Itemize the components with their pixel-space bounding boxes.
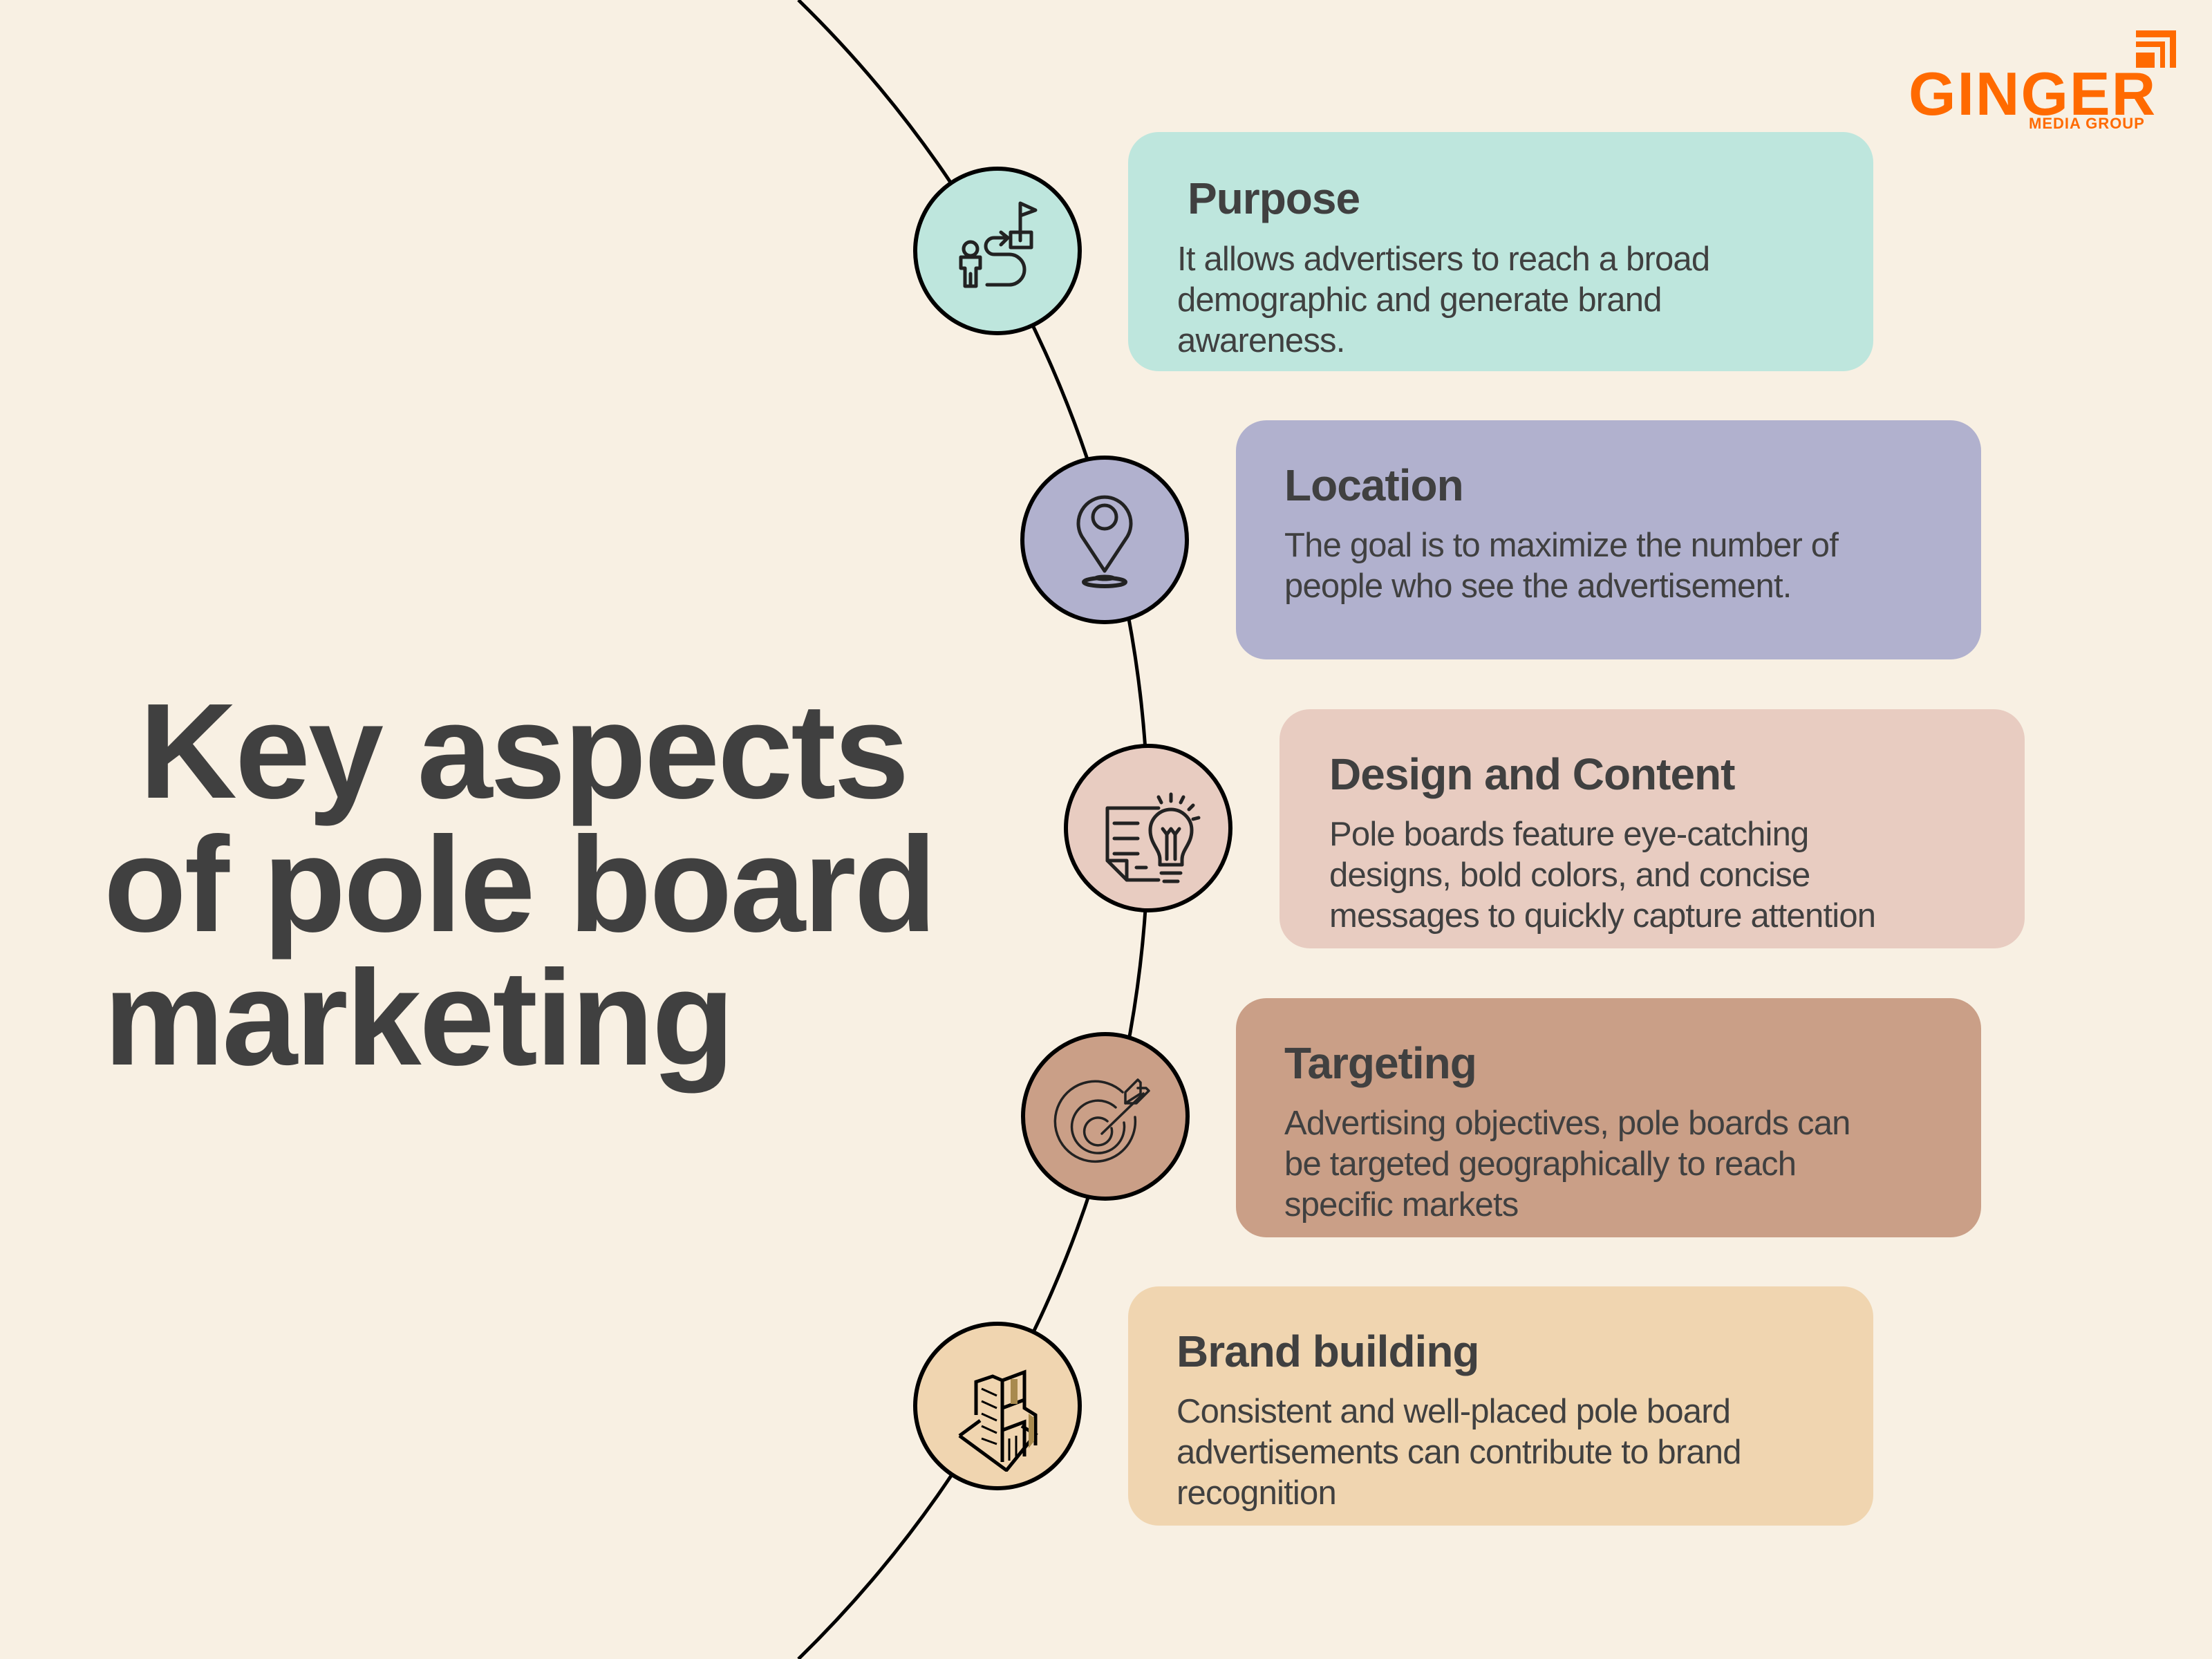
document-lightbulb-icon xyxy=(1105,792,1201,883)
ginger-media-group-logo: GINGER MEDIA GROUP xyxy=(1904,28,2181,131)
purpose-title: Purpose xyxy=(1188,174,1360,223)
title-line-2: of pole board xyxy=(104,809,937,960)
location-card: Location The goal is to maximize the num… xyxy=(1236,420,1981,659)
design-content-title: Design and Content xyxy=(1329,749,1735,799)
location-body: The goal is to maximize the number of pe… xyxy=(1284,527,1839,605)
design-content-card: Design and Content Pole boards feature e… xyxy=(1280,709,2025,948)
design-content-node xyxy=(1064,744,1232,912)
logo-corner-icon xyxy=(2136,30,2176,68)
purpose-body: It allows advertisers to reach a broad d… xyxy=(1177,241,1710,359)
title-line-3: marketing xyxy=(104,942,735,1094)
design-content-body: Pole boards feature eye-catching designs… xyxy=(1329,816,1876,935)
purpose-card: Purpose It allows advertisers to reach a… xyxy=(1128,132,1873,371)
location-node xyxy=(1020,456,1189,624)
targeting-card: Targeting Advertising objectives, pole b… xyxy=(1236,998,1981,1237)
purpose-node xyxy=(913,167,1082,335)
building-icon xyxy=(958,1369,1038,1472)
targeting-node xyxy=(1021,1032,1190,1201)
location-title: Location xyxy=(1284,460,1464,510)
targeting-title: Targeting xyxy=(1284,1038,1477,1088)
logo-wordmark: GINGER xyxy=(1909,59,2157,128)
logo-tagline: MEDIA GROUP xyxy=(2029,115,2145,132)
target-arrow-icon xyxy=(1053,1078,1150,1163)
title-line-1: Key aspects xyxy=(104,675,909,827)
page-title: Key aspects of pole board marketing xyxy=(104,675,937,1094)
brand-building-node xyxy=(913,1322,1082,1490)
brand-building-card: Brand building Consistent and well-place… xyxy=(1128,1286,1873,1526)
targeting-body: Advertising objectives, pole boards can … xyxy=(1284,1105,1850,1224)
brand-building-title: Brand building xyxy=(1177,1327,1479,1376)
map-pin-icon xyxy=(1076,495,1133,588)
brand-building-body: Consistent and well-placed pole board ad… xyxy=(1177,1393,1742,1512)
person-path-flag-icon xyxy=(959,201,1038,288)
